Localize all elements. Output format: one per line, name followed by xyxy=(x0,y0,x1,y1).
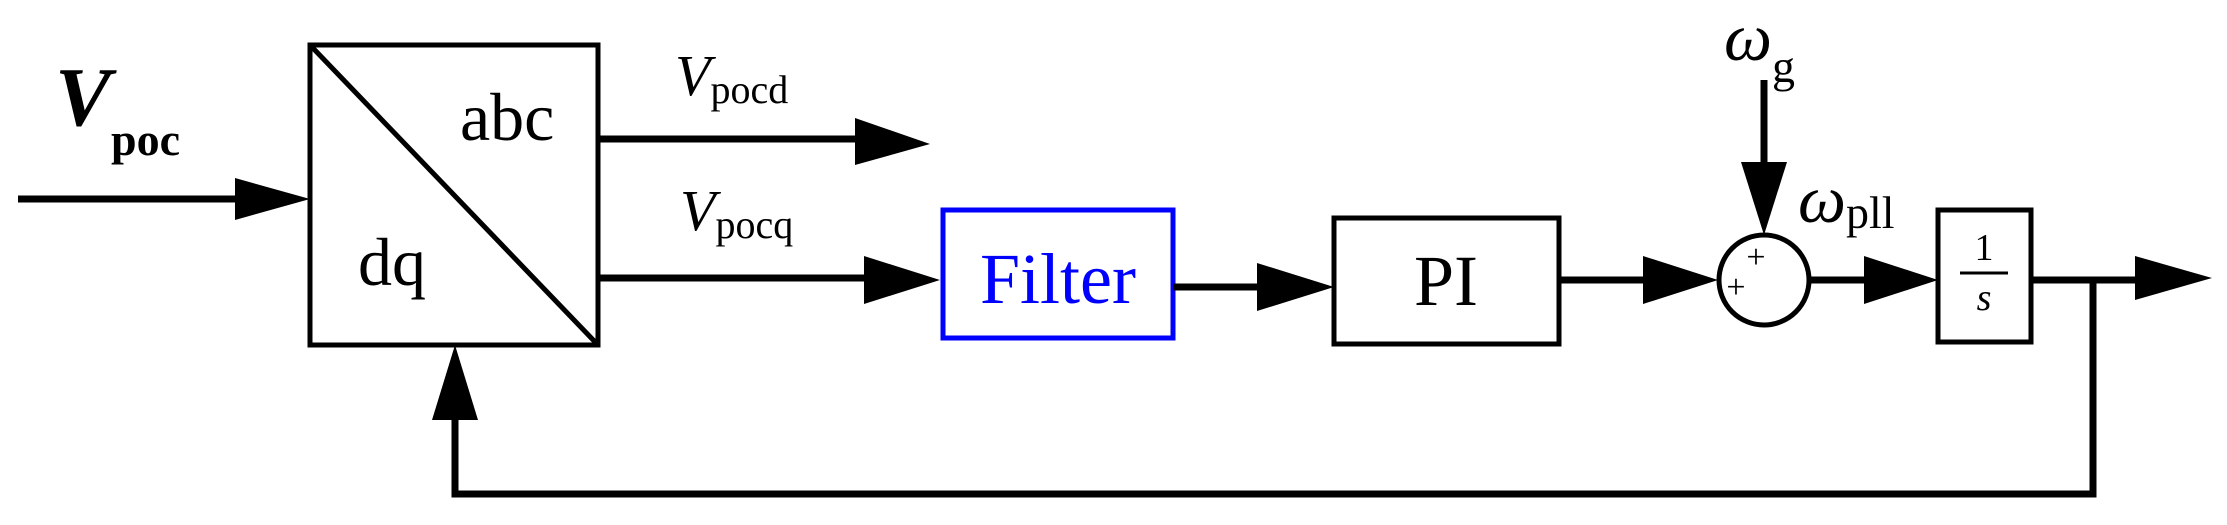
input-signal-symbol: V xyxy=(55,51,117,144)
reference-arrowhead xyxy=(1741,162,1787,235)
pll-output-symbol: ω xyxy=(1798,161,1846,237)
pi-label: PI xyxy=(1414,241,1478,321)
input-signal-label: Vpoc xyxy=(55,51,180,165)
output-q-label: Vpocq xyxy=(680,178,793,247)
filter-label: Filter xyxy=(980,239,1136,319)
feedback-arrowhead xyxy=(432,345,478,420)
output-d-label: Vpocd xyxy=(675,43,788,112)
summer-to-integrator-arrowhead xyxy=(1864,256,1938,304)
filter-to-pi-arrowhead xyxy=(1257,263,1334,311)
pll-output-subscript: pll xyxy=(1846,187,1895,238)
pi-to-summer-arrowhead xyxy=(1643,256,1718,304)
output-q-arrowhead xyxy=(864,256,940,304)
reference-label: ωg xyxy=(1724,0,1795,92)
summer-left-sign: + xyxy=(1726,269,1745,306)
reference-symbol: ω xyxy=(1724,0,1772,75)
output-q-subscript: pocq xyxy=(715,202,793,247)
output-d-subscript: pocd xyxy=(710,67,788,112)
transform-dq-label: dq xyxy=(358,224,426,300)
transform-diagonal xyxy=(308,43,600,347)
pll-output-arrowhead xyxy=(2135,256,2212,300)
output-d-arrowhead xyxy=(855,118,930,165)
input-arrowhead xyxy=(235,178,310,220)
integrator-numerator: 1 xyxy=(1975,227,1994,269)
output-q-symbol: V xyxy=(680,178,722,243)
pll-output-label: ωpll xyxy=(1798,161,1895,238)
output-d-symbol: V xyxy=(675,43,717,108)
transform-abc-label: abc xyxy=(460,79,554,155)
filter-block xyxy=(940,207,1176,341)
feedback-wire xyxy=(451,280,2097,498)
reference-subscript: g xyxy=(1772,41,1795,92)
input-signal-subscript: poc xyxy=(111,114,180,165)
integrator-denominator: s xyxy=(1977,277,1992,319)
integrator-block xyxy=(1935,207,2034,345)
summer-top-sign: + xyxy=(1746,239,1765,276)
